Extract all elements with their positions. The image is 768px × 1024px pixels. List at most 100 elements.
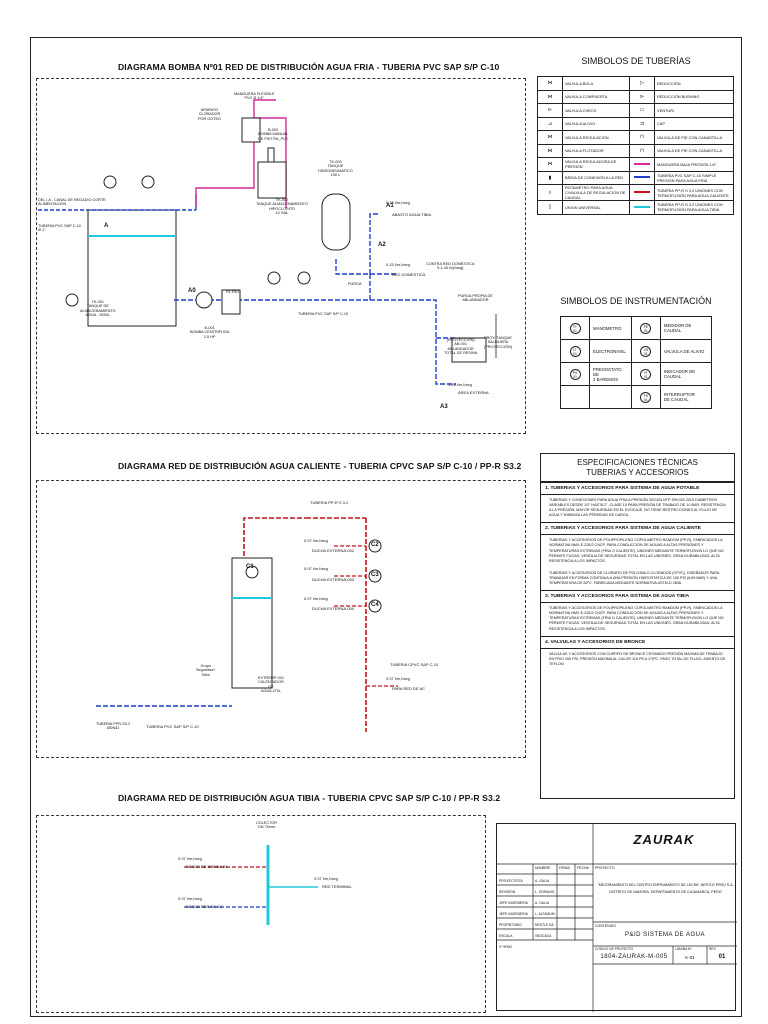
pipe-symbol-icon — [629, 157, 655, 172]
instrument-label: INTERRUPTOR DE CAUDAL — [659, 385, 713, 409]
tepid-out-label: RED TERMINAL — [322, 884, 352, 889]
project-label: PROYECTO — [595, 866, 615, 870]
pvc-pipe-label: TUBERIA PVC SAP S/P C-10 — [146, 724, 199, 729]
hose-label: MANGUERA FLEXIBLE PVC Ø 1/4" — [234, 92, 275, 101]
tepid-flow-3: 0.07 l/m,l/seg — [314, 876, 338, 881]
pipe-symbol-row: ⋈VALVULA COMPUERTA⊳REDUCCIÓN BUSHING — [537, 89, 734, 104]
dest-c3: DUCHA EXTERNA-003 — [312, 577, 355, 582]
pipe-symbol-icon: ⊐ — [629, 116, 655, 131]
tk-002-label: TK-002 TANQUE ALMACENAMIENTO HIPOCLORITO… — [256, 198, 308, 216]
pipe-symbol-label: VALVULA DE PIE CON CANASTILLA — [654, 130, 734, 145]
hand-pump — [267, 147, 275, 163]
flow-c2: 0.07 l/m,l/seg — [304, 538, 328, 543]
roles-list: PROYECTISTA A. GALIA REVISIÓN L. SORIANO JEF… — [499, 876, 559, 953]
pipe-symbol-label: TUBERÍA PVC SAP C-10 SIMPLE PRESIÓN PARA… — [654, 170, 734, 185]
spec-section-heading: 4. VALVULAS Y ACCESORIOS DE BRONCE — [541, 635, 734, 649]
role-row: Vº BºNO — [499, 942, 559, 953]
node-c4-circle — [368, 599, 382, 613]
spec-section-body: TUBERIAS Y ACCESORIOS DE CLORURO DE POLI… — [549, 570, 720, 586]
pipe-symbol-icon: ⋈ — [537, 157, 563, 172]
role-row: PROYECTISTA A. GALIA — [499, 876, 559, 887]
tk-003-label: TK-003 TANQUE HIDRONEUMATICO 100 L — [318, 160, 353, 178]
gauge-lm01-symbol — [103, 175, 117, 189]
chlorinator-label: APARATO CLORADOR POR GOTEO — [198, 108, 221, 121]
role-person: A. GALIA — [535, 901, 550, 905]
dest-ac: PARA RED DE AC — [392, 686, 426, 691]
node-c4: C4 — [371, 602, 379, 608]
spec-section-body: TUBERIAS Y ACCESORIOS DE POLIPROPILENO C… — [549, 538, 724, 563]
role-title: REVISIÓN — [499, 890, 516, 894]
heater-label: EXTREMP-001 CALENTADOR DE AGUA 470L — [258, 676, 284, 694]
dest-a3: ÁREA EXTERNA — [458, 390, 489, 395]
spec-section-body: TUBERIAS Y ACCESORIOS DE POLIPROPILENO C… — [549, 606, 724, 631]
pipe-symbol-label: VALVULA COMPUERTA — [562, 89, 630, 104]
role-title: ESCALA — [499, 934, 513, 938]
level-lt01-symbol — [65, 293, 79, 307]
role-title: Vº BºNO — [499, 945, 513, 949]
pipe-symbol-icon: ▯ — [537, 200, 563, 215]
pipe-symbol-label: REDUCCIÓN — [654, 76, 734, 91]
node-a0: A0 — [188, 288, 196, 294]
pump-b001 — [195, 291, 213, 309]
pipe-symbol-label: TUBERIA PP-R S 3.2 UNIONES CON TERMOFUSI… — [654, 200, 734, 215]
role-title: PROYECTISTA — [499, 879, 523, 883]
hose-line — [195, 99, 276, 206]
pipe-symbol-icon — [629, 200, 655, 215]
pipe-symbols-title: SIMBOLOS DE TUBERÍAS — [581, 56, 691, 66]
role-title: JEFE INGENIERIA — [499, 901, 528, 905]
revision-number: 01 — [718, 954, 726, 960]
tk-001-label: TK-001 TANQUE DE ALMACENAMIENTO AGUA - 5… — [80, 300, 116, 318]
pump-b001-label: B-001 BOMBA CENTRIFUGA 1.5 HP — [190, 326, 230, 339]
purge-label: PURGA — [348, 282, 362, 286]
pipe-symbol-icon: ⊓ — [629, 130, 655, 145]
instrument-label — [589, 385, 632, 409]
pipe-symbol-label: VALVULA CHECK — [562, 103, 630, 118]
safety-group-label: Grupo Seguridad+ Sifon — [196, 664, 216, 677]
pipe-symbol-label: VENTURI — [654, 103, 734, 118]
node-c3: C3 — [371, 572, 379, 578]
riser-pipe — [335, 258, 371, 300]
spec-section-body: VALVULAS Y ACCESORIOS CON CUERPO DE BRON… — [549, 651, 726, 666]
cold-water-diagram-area — [36, 78, 526, 434]
role-person: INDICADA — [535, 934, 552, 938]
pipe-symbol-label: CAP — [654, 116, 734, 131]
pipe-symbol-label: VALVULA FLOTADOR — [562, 143, 630, 158]
role-person: L. SORIANO — [535, 890, 555, 894]
flow-a1: 0.15 l/m,l/seg — [386, 200, 410, 205]
pipe-symbol-label: VALVULA DE PIE CON CANASTILLA — [654, 143, 734, 158]
pipe-symbol-label: UNION UNIVERSAL — [562, 200, 630, 215]
pipe-symbol-label: ROTAMETRO PARA AGUA C/VALVULA DE REGULAC… — [562, 184, 630, 201]
pipe-symbol-icon: ⊿ — [537, 116, 563, 131]
fi01-symbol — [297, 271, 311, 285]
flow-a3: 1.45 l/m,l/seg — [448, 382, 472, 387]
pipe-symbol-row: ⊿VALVULA ALIVIO⊐CAP — [537, 116, 734, 131]
role-row: ESCALA INDICADA — [499, 931, 559, 942]
instrument-label: INDICADOR DE CAUDAL — [659, 362, 713, 386]
flow-a2: 0.15 l/m,l/seg — [386, 262, 410, 267]
instrument-icon: FI 01 — [630, 362, 661, 386]
softener-purge-label: PURGA PROPIA DE ABLANDADOR — [458, 294, 493, 303]
col-signature: FIRMA — [559, 866, 570, 870]
pipe-symbol-icon: ▮ — [537, 170, 563, 185]
pipe-symbol-icon: ⋈ — [537, 89, 563, 104]
tank-tk-001 — [87, 209, 177, 327]
instrument-label: ELECTRONIVEL — [589, 339, 632, 363]
pipe-symbol-row: ⋈VALVULA REGULACION⊓VALVULA DE PIE CON C… — [537, 130, 734, 145]
branch-a3-pipe — [370, 299, 456, 385]
ppr-pipe-label: TUBERIA PPR-S3.2 ØDN32 — [96, 722, 131, 731]
sheet-number: K-01 — [685, 955, 695, 960]
node-c1: C1 — [246, 564, 254, 570]
spec-section-body: TUBERIAS Y CONEXIONES PARA AGUA FRIA A P… — [549, 498, 726, 518]
instrument-icon: FE 01 — [630, 316, 661, 340]
dest-c4: DUCHA EXTERNA-004 — [312, 606, 355, 611]
tepid-water-diagram — [184, 845, 318, 925]
pump-b002-label: B-002 BOMBA MANUAL DE PISTÓN_PVC — [258, 128, 289, 141]
ps01-symbol — [267, 271, 281, 285]
role-person: A. GALIA — [535, 879, 550, 883]
col-date: FECHA — [577, 866, 589, 870]
content-label: CONTENIDO — [595, 924, 616, 928]
tank-tk-002 — [257, 161, 287, 199]
